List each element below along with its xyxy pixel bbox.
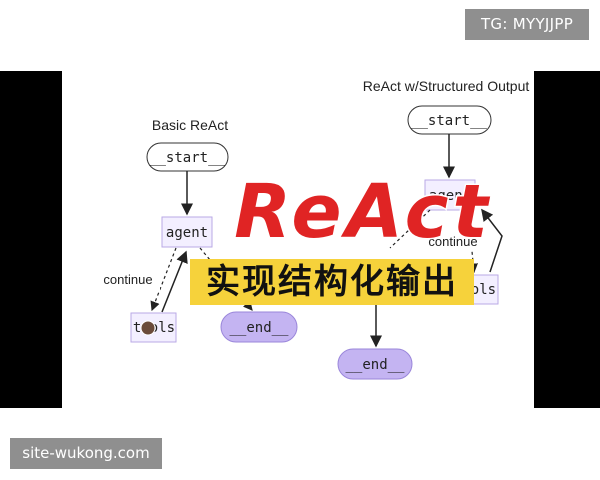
overlay-title: ReAct <box>234 169 492 255</box>
left-caption: Basic ReAct <box>152 117 228 133</box>
edge-left-tools-agent <box>161 250 188 313</box>
right-start-label: __start__ <box>411 113 487 129</box>
right-end-label: __end__ <box>345 357 405 373</box>
right-end-node[interactable] <box>337 348 413 380</box>
right-caption: ReAct w/Structured Output <box>363 78 530 94</box>
left-edge-label-bg <box>96 268 160 290</box>
right-edge-label: continue <box>428 234 477 249</box>
right-edge-label-bg <box>420 233 486 251</box>
left-agent-label: agent <box>166 225 208 241</box>
right-agent-label: agent <box>429 188 471 204</box>
left-edge-label: continue <box>103 272 152 287</box>
telegram-watermark: TG: MYYJJPP <box>465 9 589 40</box>
edge-right-tools-agent <box>481 208 503 273</box>
left-end-node[interactable] <box>220 311 298 343</box>
edge-left-agent-tools <box>150 247 177 312</box>
overlay-subtitle: 实现结构化输出 <box>190 259 474 305</box>
left-end-label: __end__ <box>229 320 289 336</box>
right-agent-node[interactable] <box>424 179 476 211</box>
left-agent-node[interactable] <box>161 216 213 248</box>
site-watermark: site-wukong.com <box>10 438 162 469</box>
left-start-label: __start__ <box>149 150 225 166</box>
avatar-sticker-icon <box>140 320 156 336</box>
